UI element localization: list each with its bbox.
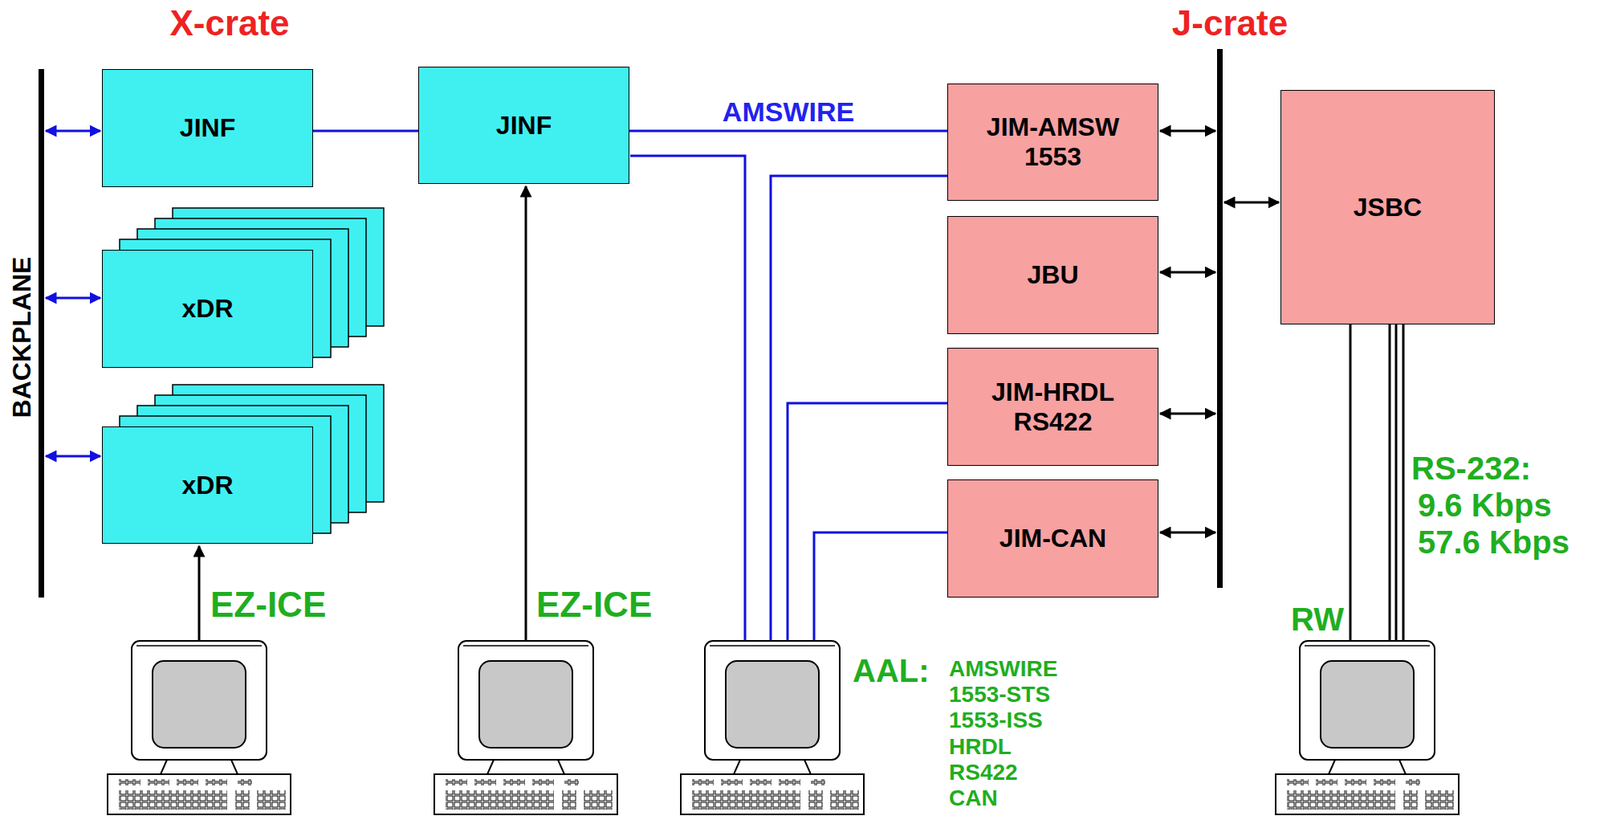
amswire-link	[629, 130, 948, 133]
crate-board: xDR	[101, 426, 314, 544]
aal-wire	[630, 155, 948, 641]
crate-board: JINF	[418, 66, 630, 184]
computer-icon	[1275, 640, 1459, 815]
crate-board: JINF	[101, 69, 314, 188]
diagram-label: X-crate	[169, 3, 290, 45]
diagram-label: RS-232:	[1411, 449, 1531, 487]
diagram-label: 9.6 Kbps	[1417, 486, 1552, 524]
amswire-link	[313, 130, 419, 133]
board-name: xDR	[181, 470, 233, 501]
diagram-label: CAN	[948, 785, 998, 811]
diagram-label: 57.6 Kbps	[1417, 523, 1570, 561]
diagram-label: 1553-ISS	[948, 707, 1043, 733]
crate-board: JIM-CAN	[947, 479, 1159, 598]
diagram-label: AMSWIRE	[948, 655, 1058, 682]
diagram-label: EZ-ICE	[536, 584, 652, 626]
board-name: JIM-CAN	[999, 523, 1107, 554]
board-name: JIM-AMSW 1553	[977, 112, 1130, 172]
board-name: JIM-HRDL RS422	[977, 377, 1130, 437]
bus-arrow	[1160, 130, 1279, 533]
diagram-label: J-crate	[1172, 3, 1288, 45]
serial-wire	[1350, 324, 1404, 641]
crate-board: xDR	[101, 249, 314, 368]
board-name: JINF	[496, 110, 552, 141]
crate-board: JSBC	[1280, 89, 1495, 325]
computer-icon	[680, 640, 864, 815]
board-name: JBU	[1026, 260, 1079, 290]
diagram-label: RW	[1290, 600, 1344, 638]
diagram-label: EZ-ICE	[210, 584, 326, 626]
diagram-label: AAL:	[852, 651, 930, 689]
board-name: JINF	[179, 113, 236, 143]
link-label: AMSWIRE	[722, 96, 855, 128]
backplane-bar	[38, 69, 45, 598]
board-name: JSBC	[1353, 192, 1422, 223]
crate-board: JIM-AMSW 1553	[947, 83, 1159, 201]
diagram-label: 1553-STS	[948, 681, 1051, 708]
board-name: xDR	[181, 293, 233, 324]
computer-icon	[434, 640, 618, 815]
bus-bar	[1217, 48, 1223, 588]
diagram-label: BACKPLANE	[7, 256, 37, 419]
computer-icon	[107, 640, 291, 815]
backplane-arrow	[45, 130, 101, 456]
crate-board: JBU	[947, 215, 1159, 334]
diagram-label: RS422	[948, 759, 1018, 786]
crate-board: JIM-HRDL RS422	[947, 347, 1159, 466]
diagram-label: HRDL	[948, 733, 1012, 760]
